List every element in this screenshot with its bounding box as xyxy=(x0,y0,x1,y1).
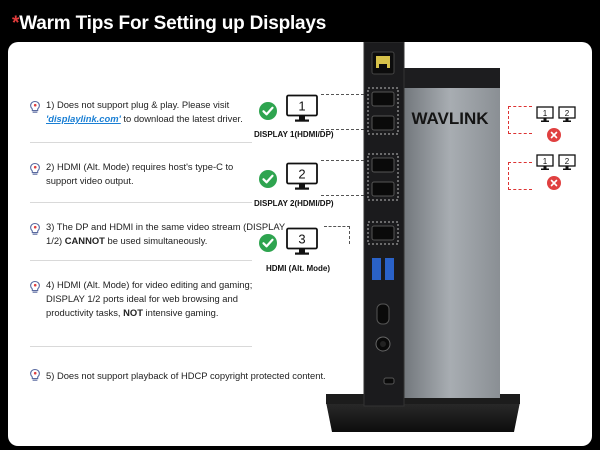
monitor-icon: 1 xyxy=(286,94,318,122)
docking-station: WAVLINK xyxy=(326,42,520,432)
lightbulb-icon xyxy=(30,280,40,293)
divider xyxy=(30,260,252,261)
display-2-number: 2 xyxy=(298,167,305,182)
tip-3-text-end: be used simultaneously. xyxy=(104,235,208,246)
usb-port-icon xyxy=(372,258,381,280)
displaylink-link[interactable]: 'displaylink.com' xyxy=(46,113,121,124)
tip-3-bold: CANNOT xyxy=(64,235,105,246)
display-1-number: 1 xyxy=(298,99,305,114)
tip-3: 3) The DP and HDMI in the same video str… xyxy=(46,220,286,248)
x-icon xyxy=(547,176,561,190)
brand-logo: WAVLINK xyxy=(411,109,489,128)
lightbulb-icon xyxy=(30,100,40,113)
title-star: * xyxy=(12,13,20,34)
monitor-icon: 1 xyxy=(536,154,554,170)
tip-2-line-1: 2) HDMI (Alt. Mode) requires host's type… xyxy=(46,161,234,172)
page-title: *Warm Tips For Setting up Displays xyxy=(12,13,326,35)
tip-2: 2) HDMI (Alt. Mode) requires host's type… xyxy=(46,160,286,188)
lightbulb-icon xyxy=(30,162,40,175)
check-icon xyxy=(259,102,277,120)
lightbulb-icon xyxy=(30,222,40,235)
title-text: Warm Tips For Setting up Displays xyxy=(19,13,327,34)
tip-4: 4) HDMI (Alt. Mode) for video editing an… xyxy=(46,278,258,320)
invalid-2-right: 2 xyxy=(565,157,570,166)
tip-2-line-2: support video output. xyxy=(46,175,134,186)
monitor-icon: 3 xyxy=(286,227,318,255)
invalid-2-left: 1 xyxy=(543,157,548,166)
invalid-1-left: 1 xyxy=(543,109,548,118)
display-3-label: HDMI (Alt. Mode) xyxy=(266,264,330,273)
lightbulb-icon xyxy=(30,368,40,381)
tip-1-text-end: to download the latest driver. xyxy=(120,113,243,124)
monitor-icon: 2 xyxy=(286,162,318,190)
divider xyxy=(30,346,252,347)
tip-1: 1) Does not support plug & play. Please … xyxy=(46,98,284,126)
tip-4-text-end: intensive gaming. xyxy=(142,307,219,318)
tip-4-text: 4) HDMI (Alt. Mode) for video editing an… xyxy=(46,279,253,318)
divider xyxy=(30,142,252,143)
display-1-label: DISPLAY 1(HDMI/DP) xyxy=(254,130,334,139)
display-2-label: DISPLAY 2(HDMI/DP) xyxy=(254,199,334,208)
invalid-1-right: 2 xyxy=(565,109,570,118)
invalid-connector-1 xyxy=(508,106,532,134)
monitor-icon: 2 xyxy=(558,106,576,122)
header-bar: *Warm Tips For Setting up Displays xyxy=(0,0,600,48)
check-icon xyxy=(259,170,277,188)
monitor-icon: 2 xyxy=(558,154,576,170)
tip-4-bold: NOT xyxy=(123,307,143,318)
monitor-icon: 1 xyxy=(536,106,554,122)
check-icon xyxy=(259,234,277,252)
connector-3 xyxy=(324,226,350,244)
usb-port-icon xyxy=(385,258,394,280)
tip-1-text: 1) Does not support plug & play. Please … xyxy=(46,99,230,110)
divider xyxy=(30,202,252,203)
tips-panel: 1) Does not support plug & play. Please … xyxy=(8,42,592,446)
x-icon xyxy=(547,128,561,142)
tip-5: 5) Does not support playback of HDCP cop… xyxy=(46,369,376,383)
tip-3-text: 3) The DP and HDMI in the same video str… xyxy=(46,221,285,246)
invalid-connector-2 xyxy=(508,162,532,190)
tip-5-text: 5) Does not support playback of HDCP cop… xyxy=(46,370,326,381)
display-3-number: 3 xyxy=(298,232,305,247)
